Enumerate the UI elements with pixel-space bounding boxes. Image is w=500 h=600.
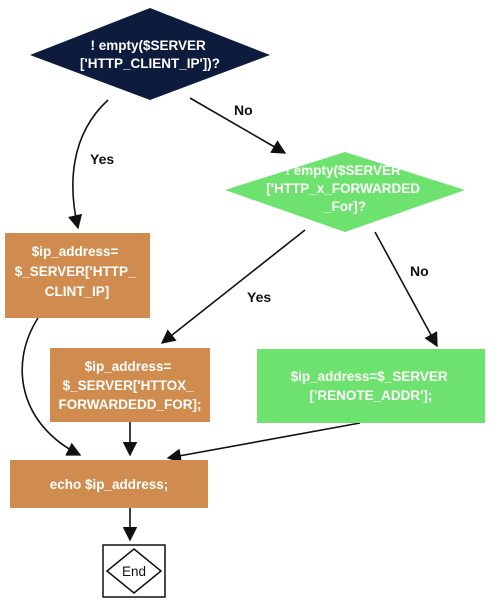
edge-yes-1 <box>68 99 109 230</box>
echo-ip-address-line-1: echo $ip_address; <box>50 477 169 492</box>
edge-client-to-echo <box>21 317 82 456</box>
edge-label-yes-1: Yes <box>90 151 114 167</box>
svg-text:$ip_address=$_SERVER ['R: $ip_address=$_SERVER ['RENOTE_ADDR']; <box>291 369 452 403</box>
decision-client-ip-line-2: ['HTTP_CLIENT_IP'])? <box>80 56 220 71</box>
assign-forwarded-line-2: $_SERVER['HTTOX_ <box>63 378 194 393</box>
decision-forwarded-line-3: _For]? <box>323 199 366 214</box>
edge-label-yes-2: Yes <box>247 289 271 305</box>
decision-forwarded-line-2: ['HTTP_x_FORWARDED <box>266 181 420 196</box>
edge-no-1 <box>189 97 287 154</box>
edge-label-no-2: No <box>410 263 429 279</box>
svg-text:! empty($SERVER ['HTTP_C: ! empty($SERVER ['HTTP_CLIENT_IP'])? <box>80 38 220 71</box>
edge-label-no-1: No <box>234 102 253 118</box>
assign-forwarded: $ip_address= $_SERVER['HTTOX_ FORWARDEDD… <box>50 348 210 422</box>
svg-text:$ip_address= $_SERVER['H: $ip_address= $_SERVER['HTTP_ CLINT_IP] <box>15 244 140 299</box>
decision-client-ip-line-1: ! empty($SERVER <box>90 38 206 53</box>
assign-remote-addr: $ip_address=$_SERVER ['RENOTE_ADDR']; <box>257 349 485 423</box>
echo-ip-address-shape <box>10 460 208 508</box>
edge-no-2 <box>374 231 438 348</box>
svg-text:! empty($SERVER ['HTTP_x: ! empty($SERVER ['HTTP_x_FORWARDED _For]… <box>266 163 424 214</box>
edge-yes-2 <box>160 229 306 344</box>
assign-forwarded-line-3: FORWARDEDD_FOR]; <box>59 397 202 412</box>
decision-forwarded: ! empty($SERVER ['HTTP_x_FORWARDED _For]… <box>225 152 465 232</box>
decision-forwarded-line-1: ! empty($SERVER <box>285 163 401 178</box>
assign-forwarded-line-1: $ip_address= <box>85 359 172 374</box>
assign-client-ip-line-2: $_SERVER['HTTP_ <box>15 264 136 279</box>
end-terminal-diamond <box>105 548 163 594</box>
assign-remote-addr-line-1: $ip_address=$_SERVER <box>291 369 448 384</box>
assign-remote-addr-shape <box>257 349 485 423</box>
svg-text:End: End <box>122 564 146 579</box>
edge-remote-to-echo <box>166 422 361 463</box>
svg-text:$ip_address= $_SERVER['H: $ip_address= $_SERVER['HTTOX_ FORWARDEDD… <box>59 359 202 412</box>
assign-remote-addr-line-2: ['RENOTE_ADDR']; <box>310 388 433 403</box>
decision-client-ip: ! empty($SERVER ['HTTP_CLIENT_IP'])? <box>30 8 270 100</box>
assign-forwarded-shape <box>50 348 210 422</box>
assign-client-ip: $ip_address= $_SERVER['HTTP_ CLINT_IP] <box>5 233 150 318</box>
decision-forwarded-shape <box>225 152 465 232</box>
end-terminal-label: End <box>122 564 146 579</box>
end-terminal: End <box>102 544 166 598</box>
assign-client-ip-line-1: $ip_address= <box>32 244 119 259</box>
svg-text:echo $ip_address;: echo $ip_address; <box>50 477 169 492</box>
assign-client-ip-shape <box>5 233 150 318</box>
decision-client-ip-shape <box>30 8 270 100</box>
assign-client-ip-line-3: CLINT_IP] <box>45 284 110 299</box>
echo-ip-address: echo $ip_address; <box>10 460 208 508</box>
